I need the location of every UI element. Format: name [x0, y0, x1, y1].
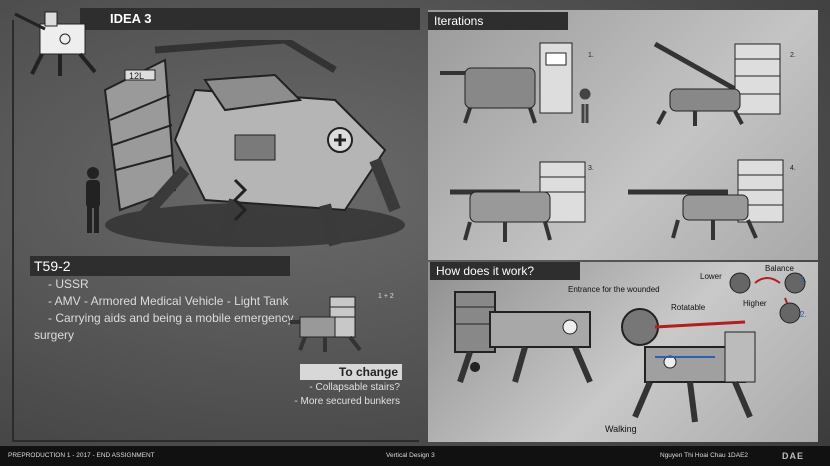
desc-line-3: - Carrying aids and being a mobile emerg…	[48, 311, 294, 325]
human-silhouette	[86, 167, 100, 233]
iteration-3-sketch	[450, 161, 586, 242]
footer-right: Nguyen Thi Hoai Chau 1DAE2	[660, 452, 749, 459]
desc-line-2: - AMV - Armored Medical Vehicle - Light …	[48, 294, 289, 308]
footer-left: PREPRODUCTION 1 - 2017 - END ASSIGNMENT	[8, 452, 155, 459]
annotation-higher: Higher	[743, 299, 767, 308]
iteration-label: 3.	[588, 165, 594, 172]
to-change-heading: To change	[300, 364, 402, 380]
footer-center: Vertical Design 3	[386, 452, 435, 459]
desc-line-1: - USSR	[48, 277, 89, 291]
iteration-1-sketch	[440, 42, 591, 124]
footer-logo: DAE	[782, 451, 805, 461]
main-concept-frame	[12, 20, 419, 442]
main-vehicle-illustration: 12L	[103, 40, 405, 247]
desc-line-4: surgery	[34, 328, 75, 342]
hull-marking: 12L	[129, 71, 144, 81]
annotation-balance: Balance	[765, 264, 794, 273]
annotation-walking: Walking	[605, 424, 637, 434]
footer-bar: PREPRODUCTION 1 - 2017 - END ASSIGNMENT …	[0, 446, 830, 466]
vehicle-name: T59-2	[30, 256, 290, 276]
annotation-num2: 2.	[800, 310, 807, 319]
how-vehicle-right	[621, 308, 756, 423]
thumbnail-sketch	[14, 11, 97, 76]
how-vehicle-left	[454, 291, 593, 384]
annotation-num1: 1.	[800, 275, 807, 284]
balance-diagram	[729, 272, 806, 324]
annotation-entrance: Entrance for the wounded	[568, 285, 660, 294]
page-title: IDEA 3	[80, 8, 420, 30]
how-it-works-heading: How does it work?	[430, 262, 580, 280]
annotation-rotatable: Rotatable	[671, 303, 706, 312]
combo-sketch	[290, 296, 362, 352]
combo-label: 1 + 2	[378, 293, 394, 300]
iteration-label: 2.	[790, 52, 796, 59]
iterations-heading: Iterations	[428, 12, 568, 30]
iteration-4-sketch	[628, 159, 784, 240]
annotation-lower: Lower	[700, 272, 722, 281]
to-change-item: - More secured bunkers	[294, 396, 400, 407]
iteration-label: 4.	[790, 165, 796, 172]
iteration-label: 1.	[588, 52, 594, 59]
to-change-list: - Collapsable stairs? - More secured bun…	[250, 381, 400, 409]
vehicle-description: - USSR - AMV - Armored Medical Vehicle -…	[34, 276, 314, 344]
iteration-2-sketch	[653, 41, 781, 126]
to-change-item: - Collapsable stairs?	[309, 382, 400, 393]
